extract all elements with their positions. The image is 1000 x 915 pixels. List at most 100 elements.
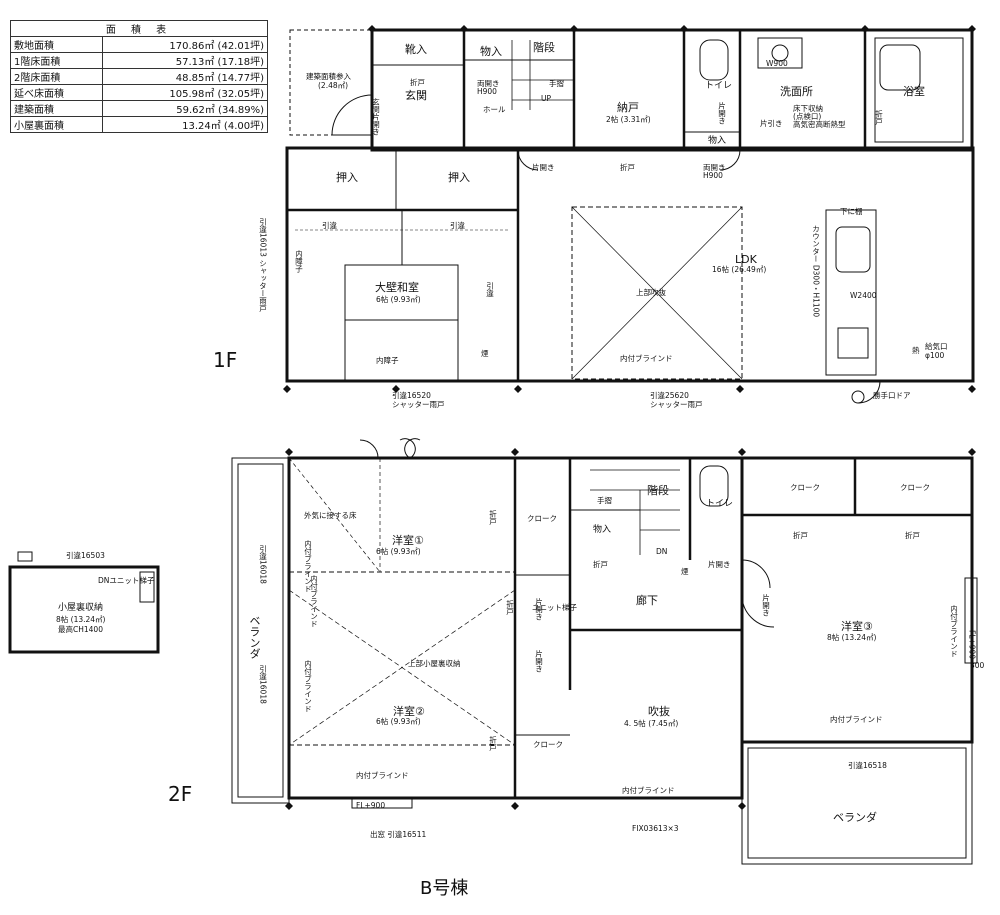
room-rouka: 廊下 bbox=[636, 594, 658, 607]
note-attic-height: 最高CH1400 bbox=[58, 625, 103, 634]
room-genkan: 玄関 bbox=[405, 89, 427, 102]
note-unit-hashigo: ユニット梯子 bbox=[532, 603, 577, 612]
building-label: B号棟 bbox=[420, 878, 469, 899]
note-oriko-f: 折戸 bbox=[505, 600, 515, 615]
room-toilet-1f: トイレ bbox=[705, 81, 733, 91]
note-kataraki-c: 片開き bbox=[708, 560, 731, 569]
note-oriko-b: 折戸 bbox=[488, 736, 498, 751]
note-shutter-2: シャッター雨戸 bbox=[650, 400, 703, 409]
room-oshiire-2: 押入 bbox=[448, 171, 470, 184]
room-monoire-2f: 物入 bbox=[593, 525, 612, 535]
floor-label-1f: 1F bbox=[213, 348, 238, 372]
note-oriko-c: 折戸 bbox=[593, 560, 608, 569]
room-hall: ホール bbox=[483, 105, 506, 114]
note-kataraki-b: 片開き bbox=[534, 650, 544, 673]
note-oriko-d: 折戸 bbox=[793, 531, 808, 540]
label-shitadana: 下に棚 bbox=[840, 207, 863, 216]
note-genkan-kataraki: 玄関片開き bbox=[371, 98, 381, 136]
note-demado: 出窓 引違16511 bbox=[370, 830, 427, 839]
note-h900-2: H900 bbox=[703, 171, 723, 180]
note-dn: DN bbox=[656, 547, 668, 556]
note-hikichigai-16518: 引違16518 bbox=[848, 761, 887, 770]
note-katte-door: 勝手口ドア bbox=[873, 391, 911, 400]
note-kenchiku-sannyu: 建築面積参入 bbox=[306, 72, 351, 81]
room-oshiire-1: 押入 bbox=[336, 171, 358, 184]
room-kaidan-2f: 階段 bbox=[647, 484, 669, 497]
note-blind-c: 内付ブラインド bbox=[356, 771, 409, 780]
note-h900: H900 bbox=[477, 87, 497, 96]
note-attic-hikichigai: 引違16503 bbox=[66, 551, 105, 560]
note-hikichigai-16013: 引違16013 シャッター雨戸 bbox=[258, 218, 268, 312]
first-floor-plan bbox=[285, 28, 975, 404]
room-senmenjo: 洗面所 bbox=[780, 85, 813, 98]
note-blind-a: 内付ブラインド bbox=[303, 540, 313, 593]
note-oriko-1: 折戸 bbox=[620, 163, 635, 172]
room-veranda-left: ベランダ bbox=[248, 615, 261, 659]
area-row-label: 小屋裏面積 bbox=[9, 116, 104, 133]
attic-plan bbox=[8, 551, 160, 654]
note-w2400: W2400 bbox=[850, 291, 877, 300]
note-uchishoji-1: 内障子 bbox=[294, 250, 304, 273]
room-attic: 小屋裏収納 bbox=[58, 603, 104, 613]
note-kataraki-toilet: 片開き bbox=[717, 102, 727, 125]
room-toilet-2f: トイレ bbox=[706, 499, 734, 509]
room-ldk: LDK bbox=[735, 253, 757, 266]
room-monoire-hall: 物入 bbox=[480, 45, 502, 58]
note-hikichigai-16018b: 引違16018 bbox=[258, 665, 268, 704]
note-en-2f: 煙 bbox=[681, 567, 689, 576]
note-blind-b: 内付ブラインド bbox=[303, 660, 313, 713]
note-kata-biki: 片引き bbox=[760, 119, 783, 128]
note-tenken: (点検口) bbox=[793, 112, 822, 121]
room-kaidan-1f: 階段 bbox=[533, 41, 555, 54]
note-tesuri-1f: 手摺 bbox=[549, 79, 564, 88]
note-fl900-a: FL+900 bbox=[356, 801, 386, 810]
note-blind-1f: 内付ブラインド bbox=[620, 354, 673, 363]
note-oriko-a: 折戸 bbox=[488, 510, 498, 525]
room-yokushitsu: 浴室 bbox=[903, 85, 925, 98]
note-blind-e: 内付ブラインド bbox=[830, 715, 883, 724]
note-kenchiku-sannyu-area: (2.48㎡) bbox=[318, 81, 349, 90]
room-yoshitsu-3-area: 8帖 (13.24㎡) bbox=[827, 633, 877, 642]
note-hikichigai-side: 引違 bbox=[485, 282, 495, 297]
note-fix: FIX03613×3 bbox=[632, 824, 679, 833]
note-oriko-genkan: 折戸 bbox=[410, 78, 425, 87]
note-hikichigai-16520: 引違16520 bbox=[392, 391, 431, 400]
room-yoshitsu-2-area: 6帖 (9.93㎡) bbox=[376, 717, 421, 726]
note-hikichigai-25620: 引違25620 bbox=[650, 391, 689, 400]
note-yuka-shuno: 床下収納 bbox=[793, 104, 823, 113]
room-nando-area: 2帖 (3.31㎡) bbox=[606, 115, 651, 124]
room-veranda-right: ベランダ bbox=[833, 811, 877, 824]
room-fukinuke-area: 4. 5帖 (7.45㎡) bbox=[624, 719, 679, 728]
note-w900: W900 bbox=[766, 59, 788, 68]
room-attic-area: 8帖 (13.24㎡) bbox=[56, 615, 106, 624]
note-uchishoji-2: 内障子 bbox=[376, 356, 399, 365]
note-oriko-bath: 折戸 bbox=[874, 110, 884, 125]
note-kyuki: 給気口 bbox=[925, 342, 948, 351]
room-fukinuke: 吹抜 bbox=[648, 705, 670, 718]
second-floor-plan bbox=[231, 438, 978, 865]
note-blind-g: 内付ブラインド bbox=[309, 575, 319, 628]
room-yoshitsu-1-area: 6帖 (9.93㎡) bbox=[376, 547, 421, 556]
room-closet-a: クローク bbox=[790, 483, 820, 492]
note-hikichigai-2: 引違 bbox=[450, 221, 465, 230]
room-closet-d: クローク bbox=[533, 740, 563, 749]
note-kataraki-1: 片開き bbox=[532, 163, 555, 172]
room-yoshitsu-1: 洋室① bbox=[392, 534, 424, 547]
note-hikichigai-1: 引違 bbox=[322, 221, 337, 230]
note-kataraki-d: 片開き bbox=[761, 594, 771, 617]
note-hikichigai-16018a: 引違16018 bbox=[258, 545, 268, 584]
room-closet-b: クローク bbox=[900, 483, 930, 492]
note-blind-d: 内付ブラインド bbox=[622, 786, 675, 795]
note-blind-f: 内付ブラインド bbox=[949, 605, 959, 658]
note-kyuki-d: φ100 bbox=[925, 351, 945, 360]
room-yoshitsu-2: 洋室② bbox=[393, 705, 425, 718]
note-up: UP bbox=[541, 94, 552, 103]
room-kutsuire: 靴入 bbox=[405, 43, 427, 56]
room-washitsu-area: 6帖 (9.93㎡) bbox=[376, 295, 421, 304]
note-ryoubiraki: 両開き bbox=[477, 79, 500, 88]
note-dim-300: 300 bbox=[970, 661, 985, 670]
room-closet-c: クローク bbox=[527, 514, 557, 523]
label-fukinuke-above: 上部吹抜 bbox=[636, 288, 666, 297]
